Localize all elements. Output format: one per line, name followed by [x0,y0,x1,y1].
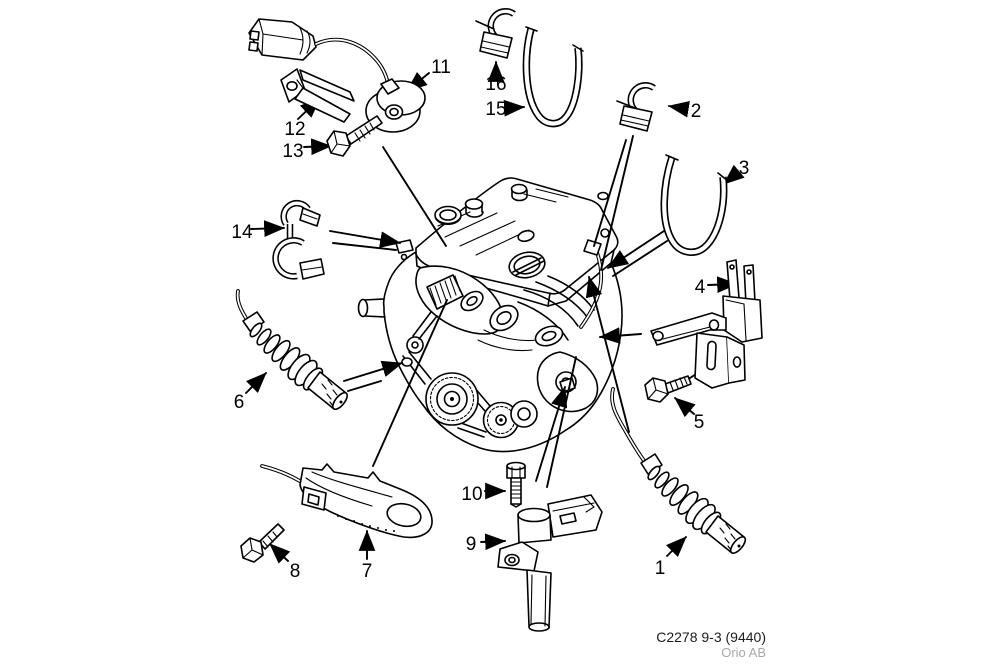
part-3-hose [660,154,729,256]
caption: C2278 9-3 (9440) Orio AB [500,629,766,661]
callout-11: 11 [431,57,451,78]
part-1-oxygen-sensor [610,387,747,554]
part-14-clip [272,199,325,280]
callout-9: 9 [466,534,477,555]
part-7-cable-cover [260,463,433,539]
leader-lines [245,60,745,564]
part-5-bolt [644,375,692,403]
callout-8: 8 [290,561,301,582]
callout-3: 3 [739,158,750,179]
engine-illustration [357,177,623,453]
callout-4: 4 [695,277,706,298]
part-15-hose [522,26,584,128]
callout-13: 13 [282,141,303,162]
callout-14: 14 [231,222,253,243]
callout-16: 16 [485,74,506,95]
callout-7: 7 [362,561,373,582]
part-2-clip [616,82,656,132]
part-16-clip [475,8,516,59]
callout-12: 12 [284,119,305,140]
callout-2: 2 [691,101,702,122]
callout-15: 15 [485,99,506,120]
callout-10: 10 [461,484,482,505]
callout-6: 6 [234,392,245,413]
part-8-bolt [240,523,285,563]
callout-5: 5 [694,412,705,433]
drawing-code: C2278 9-3 (9440) [656,629,766,645]
part-11-knock-sensor [248,18,426,133]
part-12-bracket [280,68,355,123]
part-6-oxygen-sensor [235,289,348,411]
callout-1: 1 [655,558,666,579]
part-9-crankshaft-sensor [497,494,603,632]
part-10-bolt [506,461,526,508]
publisher-name: Orio AB [721,645,766,660]
part-13-bolt [326,115,383,157]
part-4-bracket [650,259,763,389]
